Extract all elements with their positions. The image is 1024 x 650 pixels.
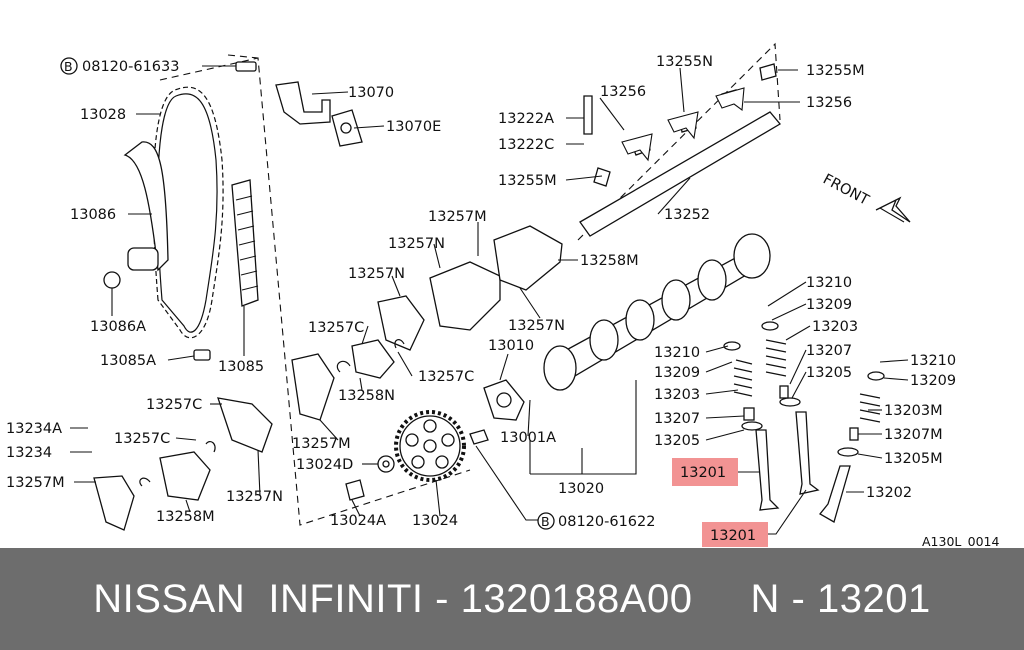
valve-assembly-mid	[761, 321, 820, 495]
label-13222a: 13222A	[498, 111, 554, 127]
label-13255m-top: 13255M	[806, 63, 865, 79]
label-13001a: 13001A	[500, 430, 556, 446]
label-13210-right: 13210	[910, 353, 956, 369]
label-bolt-top: 08120-61633	[82, 59, 180, 75]
callout-b-bottom	[537, 512, 555, 530]
valve-assembly-left	[723, 341, 780, 511]
label-13028: 13028	[80, 107, 126, 123]
label-13024a: 13024A	[330, 513, 386, 529]
label-13086: 13086	[70, 207, 116, 223]
label-13207-top: 13207	[806, 343, 852, 359]
bolt-13001a	[469, 429, 489, 445]
label-13205-top: 13205	[806, 365, 852, 381]
front-arrow-icon	[875, 196, 911, 223]
label-13256-top: 13256	[600, 84, 646, 100]
label-13209-right: 13209	[910, 373, 956, 389]
rocker-arms	[93, 225, 563, 531]
label-13257c-a: 13257C	[308, 320, 364, 336]
label-13024d: 13024D	[296, 457, 353, 473]
label-13202: 13202	[866, 485, 912, 501]
clips-13257c	[139, 339, 405, 487]
label-13222c: 13222C	[498, 137, 554, 153]
label-13024: 13024	[412, 513, 458, 529]
bolt-top	[235, 61, 257, 72]
gasket-hole	[340, 122, 352, 134]
valve-assembly-right	[819, 371, 885, 523]
label-13201-lower: 13201	[710, 528, 756, 544]
washer-inner	[382, 460, 390, 468]
label-13234a: 13234A	[6, 421, 62, 437]
label-13205-left: 13205	[654, 433, 700, 449]
label-13257m-mid: 13257M	[292, 436, 351, 452]
parts-diagram: FRONT	[6, 42, 999, 548]
cam-sprocket	[394, 410, 466, 482]
footer-part-text: NISSAN INFINITI - 1320188A00 N - 13201	[93, 576, 931, 621]
callout-b-top-text: B	[64, 59, 73, 74]
front-label: FRONT	[820, 171, 871, 208]
label-13209-left: 13209	[654, 365, 700, 381]
label-13257c-d: 13257C	[114, 431, 170, 447]
label-13257c-b: 13257C	[418, 369, 474, 385]
label-13258m-top: 13258M	[580, 253, 639, 269]
label-13256-right: 13256	[806, 95, 852, 111]
camshaft	[543, 233, 771, 391]
label-13203-left: 13203	[654, 387, 700, 403]
label-13257n-c: 13257N	[508, 318, 565, 334]
highlight-13201-upper	[672, 458, 738, 486]
label-13258m-bottom: 13258M	[156, 509, 215, 525]
callout-b-top	[60, 57, 78, 75]
footer-banner: NISSAN INFINITI - 1320188A00 N - 13201	[0, 548, 1024, 650]
retainers-13256	[621, 87, 745, 162]
label-13070: 13070	[348, 85, 394, 101]
highlight-13201-lower	[702, 522, 768, 547]
label-13210-top: 13210	[806, 275, 852, 291]
label-13010: 13010	[488, 338, 534, 354]
label-13257n-a: 13257N	[388, 236, 445, 252]
dashed-boundary	[159, 42, 781, 526]
shaft-bolt	[583, 95, 593, 135]
label-13085a: 13085A	[100, 353, 156, 369]
label-13207m: 13207M	[884, 427, 943, 443]
label-13086a: 13086A	[90, 319, 146, 335]
label-bolt-bottom: 08120-61622	[558, 514, 656, 530]
label-13207-left: 13207	[654, 411, 700, 427]
label-13258n: 13258N	[338, 388, 395, 404]
label-13257n-b: 13257N	[348, 266, 405, 282]
label-13209-top: 13209	[806, 297, 852, 313]
label-13085: 13085	[218, 359, 264, 375]
plate-hole	[496, 392, 512, 408]
label-13252: 13252	[664, 207, 710, 223]
front-arrow-line	[879, 207, 905, 223]
label-13210-left: 13210	[654, 345, 700, 361]
figure-code: A130L_0014	[922, 534, 999, 548]
tensioner	[127, 247, 159, 271]
guide-slots	[235, 195, 259, 291]
chain-tensioner-13070	[275, 81, 331, 125]
label-13257c-c: 13257C	[146, 397, 202, 413]
bolt-13024a	[345, 479, 365, 501]
label-13255n: 13255N	[656, 54, 713, 70]
label-13234: 13234	[6, 445, 52, 461]
chain-guide	[123, 141, 169, 272]
tensioner-bolt	[103, 271, 121, 289]
label-13255m-left: 13255M	[498, 173, 557, 189]
label-13203-top: 13203	[812, 319, 858, 335]
label-13257m-left: 13257M	[6, 475, 65, 491]
label-13257n-d: 13257N	[226, 489, 283, 505]
rocker-shaft	[579, 111, 781, 237]
label-13020: 13020	[558, 481, 604, 497]
bolt-13085a	[193, 349, 211, 361]
callout-b-bottom-text: B	[541, 514, 550, 529]
label-13257m-top: 13257M	[428, 209, 487, 225]
leader-lines	[70, 65, 909, 535]
label-13203m: 13203M	[884, 403, 943, 419]
label-13201-upper: 13201	[680, 465, 726, 481]
label-13205m: 13205M	[884, 451, 943, 467]
label-13070e: 13070E	[386, 119, 441, 135]
